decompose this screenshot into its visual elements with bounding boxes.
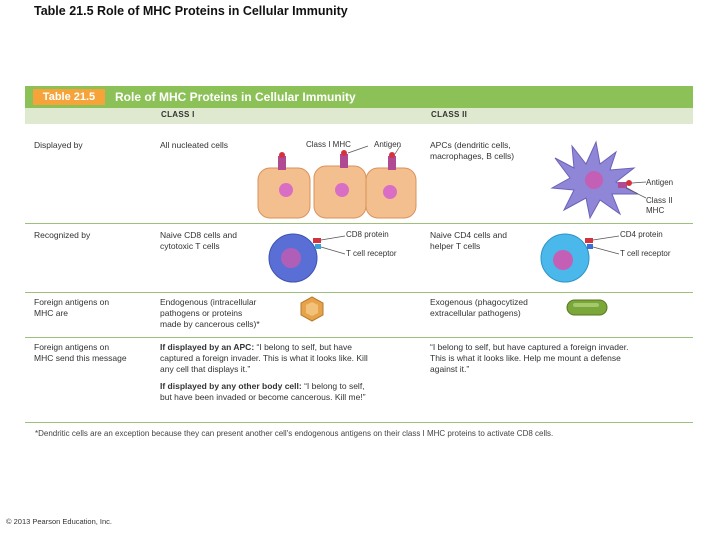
column-header-class2: CLASS II [431,110,468,119]
label-cd4-protein: CD4 protein [620,230,663,239]
nucleated-cell [365,152,417,219]
dendritic-cell-illustration [550,140,647,220]
antigen [626,180,632,186]
nucleus [553,250,573,270]
label-line: Class II [646,196,673,205]
cell-line: Endogenous (intracellular [160,297,257,307]
cell-line: any cell that displays it.” [160,364,251,374]
slide-title: Table 21.5 Role of MHC Proteins in Cellu… [34,4,348,18]
mhc-protein [388,156,396,170]
nucleated-cells-illustration [257,145,417,219]
cell-line: All nucleated cells [160,140,229,150]
class2-message: “I belong to self, but have captured a f… [430,342,628,375]
row-label-recognized-by: Recognized by [34,230,90,241]
label-cd8-protein: CD8 protein [346,230,389,239]
nucleus [383,185,397,199]
nucleus [281,248,301,268]
row-label-line: MHC are [34,308,69,318]
table-figure: Table 21.5 Role of MHC Proteins in Cellu… [25,86,693,446]
nucleus [335,183,349,197]
antigen [389,152,395,158]
cd4-t-cell-illustration [540,233,620,283]
apc-prefix: If displayed by an APC: [160,342,255,352]
class2-foreign-antigens: Exogenous (phagocytized extracellular pa… [430,297,528,319]
class2-displayed-by: APCs (dendritic cells, macrophages, B ce… [430,140,514,162]
bacterium-icon [566,299,608,316]
cell-line: APCs (dendritic cells, [430,140,511,150]
class1-foreign-antigens: Endogenous (intracellular pathogens or p… [160,297,260,330]
table-footnote: *Dendritic cells are an exception becaus… [35,429,554,438]
cell-line: If displayed by any other body cell: “I … [160,381,368,392]
virus-icon [300,296,324,322]
label-t-cell-receptor-2: T cell receptor [620,249,671,258]
mhc-protein [340,154,348,168]
cell-line: pathogens or proteins [160,308,243,318]
cd4-protein [585,238,593,243]
nucleated-cell [313,150,367,219]
row-label-line: MHC send this message [34,353,127,363]
cell-line: helper T cells [430,241,481,251]
cell-line: “I belong to self, but have captured a f… [430,342,629,352]
label-antigen-class2: Antigen [646,178,674,187]
nucleus [279,183,293,197]
cd8-t-cell-illustration [268,233,346,283]
cell-line: extracellular pathogens) [430,308,521,318]
apc-message: “I belong to self, but have [254,342,352,352]
cell-line: Naive CD8 cells and [160,230,238,240]
class2-recognized-by: Naive CD4 cells and helper T cells [430,230,507,252]
class1-message: If displayed by an APC: “I belong to sel… [160,342,368,403]
copyright: © 2013 Pearson Education, Inc. [6,517,113,526]
table-tag: Table 21.5 [33,89,105,105]
nucleated-cell [257,152,311,219]
row-label-line: Recognized by [34,230,91,240]
cell-line: captured a foreign invader. This is what… [160,353,368,363]
row-divider [25,292,693,293]
cd8-protein [313,238,321,243]
cell-line: Naive CD4 cells and [430,230,508,240]
class1-recognized-by: Naive CD8 cells and cytotoxic T cells [160,230,237,252]
row-label-foreign-antigens: Foreign antigens on MHC are [34,297,109,319]
antigen [341,150,347,156]
mhc-protein [278,156,286,170]
row-label-line: Foreign antigens on [34,297,110,307]
row-label-message: Foreign antigens on MHC send this messag… [34,342,127,364]
row-label-line: Foreign antigens on [34,342,110,352]
label-line: MHC [646,206,665,215]
label-antigen-class1: Antigen [374,140,402,149]
row-label-line: Displayed by [34,140,83,150]
label-t-cell-receptor-1: T cell receptor [346,249,397,258]
cell-line: cytotoxic T cells [160,241,220,251]
cell-line: This is what it looks like. Help me moun… [430,353,621,363]
antigen [279,152,285,158]
cell-line: against it.” [430,364,470,374]
class1-displayed-by: All nucleated cells [160,140,228,151]
other-cell-prefix: If displayed by any other body cell: [160,381,302,391]
table-title: Role of MHC Proteins in Cellular Immunit… [115,90,356,104]
mhc-protein [618,182,627,188]
column-header-class1: CLASS I [161,110,195,119]
t-cell-receptor [315,244,321,249]
cell-line: macrophages, B cells) [430,151,515,161]
cell-line: Exogenous (phagocytized [430,297,528,307]
row-divider [25,422,693,423]
table-banner: Table 21.5 Role of MHC Proteins in Cellu… [25,86,693,108]
t-cell-receptor [587,244,593,249]
label-class1-mhc: Class I MHC [306,140,351,149]
nucleus [585,171,603,189]
row-divider [25,337,693,338]
column-header-band: CLASS I CLASS II [25,108,693,124]
label-class2-mhc: Class II MHC [646,196,673,216]
cell-line: but have been invaded or become cancerou… [160,392,366,402]
cell-line: If displayed by an APC: “I belong to sel… [160,342,368,353]
cell-line: made by cancerous cells)* [160,319,260,329]
row-divider [25,223,693,224]
row-label-displayed-by: Displayed by [34,140,83,151]
other-cell-message: “I belong to self, [301,381,365,391]
